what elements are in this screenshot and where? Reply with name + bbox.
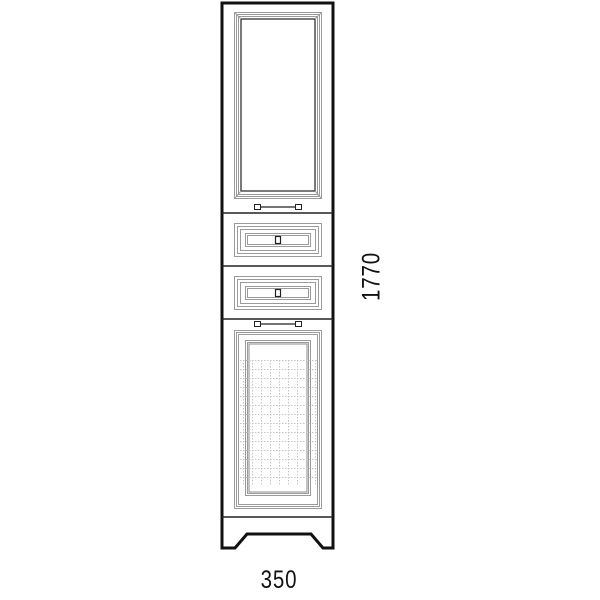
height-dimension-label: 1770	[357, 252, 386, 301]
lower-door	[234, 330, 322, 509]
drawer-2	[234, 276, 322, 310]
drawer-1	[234, 223, 322, 257]
drawer-1-knob-icon	[274, 235, 282, 245]
width-dimension-label: 350	[260, 566, 298, 594]
drawer-2-knob-icon	[274, 288, 282, 298]
cabinet-body	[220, 1, 335, 550]
upper-door-handle-icon	[254, 204, 302, 210]
lower-door-handle-icon	[254, 321, 302, 327]
upper-door	[234, 12, 322, 199]
mesh-insert	[239, 360, 317, 486]
